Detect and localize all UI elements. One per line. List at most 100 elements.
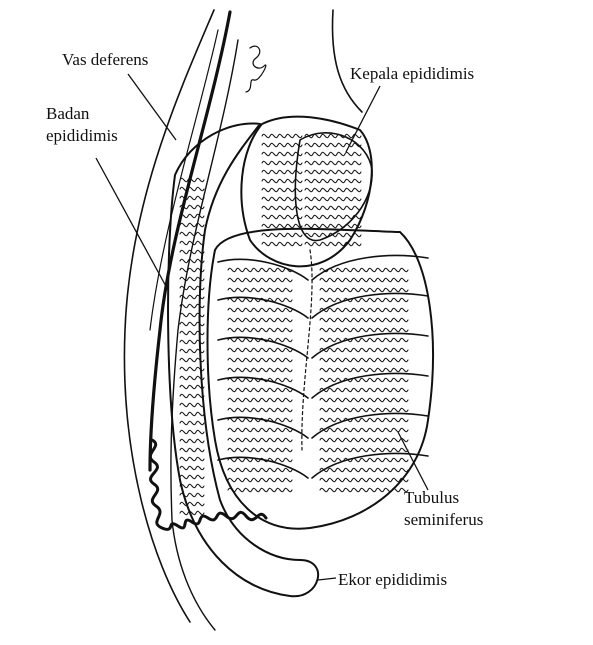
epididymis-coil — [179, 303, 205, 309]
septum-right — [311, 332, 429, 359]
tubule-coil-left — [227, 457, 293, 463]
tubule-coil-right — [319, 337, 409, 343]
tubule-coil-right — [319, 387, 409, 393]
tubule-coil-right — [319, 367, 409, 373]
septum-left — [217, 416, 309, 439]
tubule-coil-left — [227, 487, 293, 493]
tubule-coil-right — [319, 377, 409, 383]
epididymis-coil — [179, 375, 205, 381]
head-coil — [304, 205, 362, 211]
label-body-line1: Badan — [46, 104, 90, 123]
outer-sheath-outline — [123, 9, 215, 623]
tubule-coil-right — [319, 297, 409, 303]
epididymis-coil — [179, 249, 205, 255]
epididymis-coil — [179, 240, 205, 246]
head-coil — [261, 151, 303, 157]
epididymis-coil — [179, 294, 205, 300]
vas-deferens-inner — [149, 29, 219, 331]
tubule-coil-right — [319, 347, 409, 353]
label-tubules-line1: Tubulus — [404, 488, 460, 507]
head-coil — [261, 160, 303, 166]
label-body-line2: epididimis — [46, 126, 118, 145]
epididymis-coil — [179, 177, 205, 183]
epididymis-coil — [179, 474, 205, 480]
head-coil — [261, 178, 303, 184]
epididymis-coil — [179, 258, 205, 264]
tubule-coil-left — [227, 307, 293, 313]
epididymis-coil — [179, 276, 205, 282]
tubule-coil-left — [227, 477, 293, 483]
head-coil — [304, 241, 362, 247]
tubule-coil-right — [319, 477, 409, 483]
septum-right — [311, 372, 429, 399]
head-coil — [261, 223, 303, 229]
tubule-coil-right — [319, 417, 409, 423]
epididymis-coil — [179, 411, 205, 417]
tubule-coil-right — [319, 287, 409, 293]
tubule-coil-left — [227, 377, 293, 383]
epididymis-coil — [179, 321, 205, 327]
epididymis-coil — [179, 402, 205, 408]
tubule-coil-left — [227, 437, 293, 443]
tubule-coil-left — [227, 397, 293, 403]
epididymis-coil — [179, 231, 205, 237]
tubule-coil-left — [227, 467, 293, 473]
tubule-coil-right — [319, 307, 409, 313]
tubule-coil-left — [227, 447, 293, 453]
epididymis-coil — [179, 393, 205, 399]
septum-left — [217, 456, 309, 479]
epididymis-coil — [179, 213, 205, 219]
head-coil — [261, 169, 303, 175]
tubule-coil-left — [227, 407, 293, 413]
mediastinum-line — [301, 249, 313, 451]
septum-right — [311, 452, 429, 479]
septum-left — [217, 296, 309, 319]
septum-left — [217, 258, 309, 281]
epididymis-body — [167, 122, 319, 598]
epididymis-head — [240, 115, 373, 268]
head-coil — [261, 196, 303, 202]
epididymis-coil — [179, 186, 205, 192]
epididymis-coil — [179, 285, 205, 291]
head-coil — [304, 196, 362, 202]
head-coil — [304, 223, 362, 229]
epididymis-coil — [179, 384, 205, 390]
tubule-coil-left — [227, 277, 293, 283]
tubule-coil-left — [227, 267, 293, 273]
tubule-coil-right — [319, 467, 409, 473]
epididymis-coil — [179, 357, 205, 363]
tubule-coil-right — [319, 277, 409, 283]
leader-tubules — [397, 431, 429, 491]
epididymis-coil — [179, 447, 205, 453]
epididymis-coil — [179, 222, 205, 228]
epididymis-coil — [179, 438, 205, 444]
epididymis-coil — [179, 420, 205, 426]
tubule-coil-right — [319, 357, 409, 363]
head-coil — [304, 232, 362, 238]
label-vas-deferens: Vas deferens — [62, 50, 149, 69]
epididymis-coil — [179, 339, 205, 345]
tubule-coil-left — [227, 317, 293, 323]
epididymis-coil — [179, 429, 205, 435]
tubule-coil-left — [227, 387, 293, 393]
leader-tail — [317, 577, 337, 581]
head-coil — [304, 214, 362, 220]
head-coil — [261, 241, 303, 247]
tubule-coil-left — [227, 417, 293, 423]
tubule-coil-right — [319, 447, 409, 453]
epididymis-coil — [179, 492, 205, 498]
tubule-coil-left — [227, 287, 293, 293]
epididymis-coil — [179, 465, 205, 471]
epididymis-coil — [179, 483, 205, 489]
epididymis-coil — [179, 456, 205, 462]
epididymis-coil — [179, 510, 205, 516]
tubule-coil-right — [319, 457, 409, 463]
septum-left — [217, 336, 309, 359]
head-coil — [304, 187, 362, 193]
head-coil — [304, 178, 362, 184]
tubule-coil-left — [227, 297, 293, 303]
tubule-coil-left — [227, 357, 293, 363]
epididymis-coil — [179, 501, 205, 507]
